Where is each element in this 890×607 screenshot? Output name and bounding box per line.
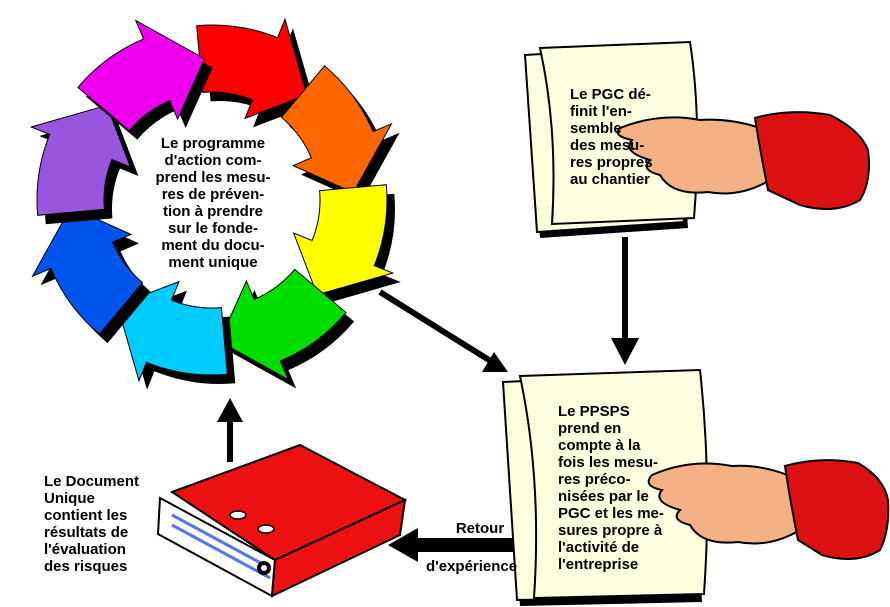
feedback-label-2: d'expérience — [426, 558, 518, 575]
ppsps-document — [501, 368, 709, 606]
pgc-document — [523, 40, 699, 238]
cycle-text-line: Le programme — [160, 135, 266, 152]
cycle-arrow — [116, 280, 236, 390]
arrow-cycle-to-ppsps — [378, 289, 508, 372]
cycle-arrow-body — [77, 19, 206, 132]
arrow-unique-to-cycle — [217, 398, 243, 462]
ppsps-text-line: sures propre à — [558, 522, 663, 539]
cycle-text-line: ment unique — [168, 254, 258, 271]
cycle-arrow — [280, 65, 400, 202]
pgc-text-line: finit l'en- — [570, 103, 632, 120]
hand-ppsps — [647, 459, 890, 560]
cycle-arrow — [218, 268, 355, 389]
cycle-arrow — [77, 19, 213, 140]
binder-icon — [156, 443, 408, 598]
cycle-arrow-body — [29, 104, 132, 216]
feedback-label-1: Retour — [455, 520, 505, 537]
cycle-text: Le programme d'action com- prend les mes… — [138, 135, 288, 271]
pgc-text-line: des mesu- — [570, 137, 645, 154]
document-unique-text-line: contient les — [44, 507, 128, 524]
cycle-arrow-body — [280, 65, 393, 194]
pgc-text-line: Le PGC dé- — [570, 86, 651, 103]
document-unique-text: Le Document Unique contient les résultat… — [44, 473, 139, 575]
cycle-arrow — [29, 104, 139, 225]
arrow-pgc-to-ppsps — [611, 237, 639, 365]
pgc-text: Le PGC dé- finit l'en- semble des mesu- … — [570, 86, 653, 188]
ppsps-text-line: l'entreprise — [558, 556, 639, 573]
cycle-arrow — [292, 184, 401, 304]
ppsps-text-line: res préco- — [558, 471, 631, 488]
cycle-arrow-body — [31, 206, 144, 335]
ppsps-text-line: fois les mesu- — [558, 454, 659, 471]
cycle-text-line: prend les mesu- — [155, 169, 271, 186]
ppsps-text: Le PPSPS prend en compte à la fois les m… — [558, 403, 664, 573]
cycle-arrows — [29, 17, 401, 390]
cycle-arrow-body — [116, 280, 228, 383]
pgc-text-line: res propres — [570, 154, 653, 171]
ppsps-text-line: prend en — [558, 420, 622, 437]
document-unique-text-line: Le Document — [44, 473, 140, 490]
cycle-arrow-body — [292, 184, 395, 296]
ppsps-text-line: Le PPSPS — [558, 403, 630, 420]
cycle-text-line: sur le fonde- — [167, 220, 258, 237]
cycle-text-line: ment du docu- — [161, 237, 265, 254]
cycle-arrow — [31, 206, 151, 344]
ppsps-text-line: nisées par le — [558, 488, 649, 505]
document-unique-text-line: Unique — [44, 490, 95, 507]
ppsps-text-line: l'activité de — [558, 539, 640, 556]
ppsps-text-line: PGC et les me- — [558, 505, 664, 522]
document-unique-text-line: des risques — [44, 558, 128, 575]
document-unique-text-line: l'évaluation — [44, 541, 126, 558]
cycle-arrow-body — [218, 268, 347, 381]
pgc-text-line: semble — [570, 120, 622, 137]
cycle-text-line: res de préven- — [161, 186, 265, 203]
pgc-text-line: au chantier — [570, 171, 651, 188]
cycle-text-line: d'action com- — [164, 152, 262, 169]
hand-pgc — [616, 111, 870, 210]
cycle-arrow — [196, 17, 315, 128]
document-unique-text-line: résultats de — [44, 524, 129, 541]
cycle-text-line: tion à prendre — [162, 203, 263, 220]
cycle-arrow-body — [196, 17, 308, 120]
ppsps-text-line: compte à la — [558, 437, 641, 454]
